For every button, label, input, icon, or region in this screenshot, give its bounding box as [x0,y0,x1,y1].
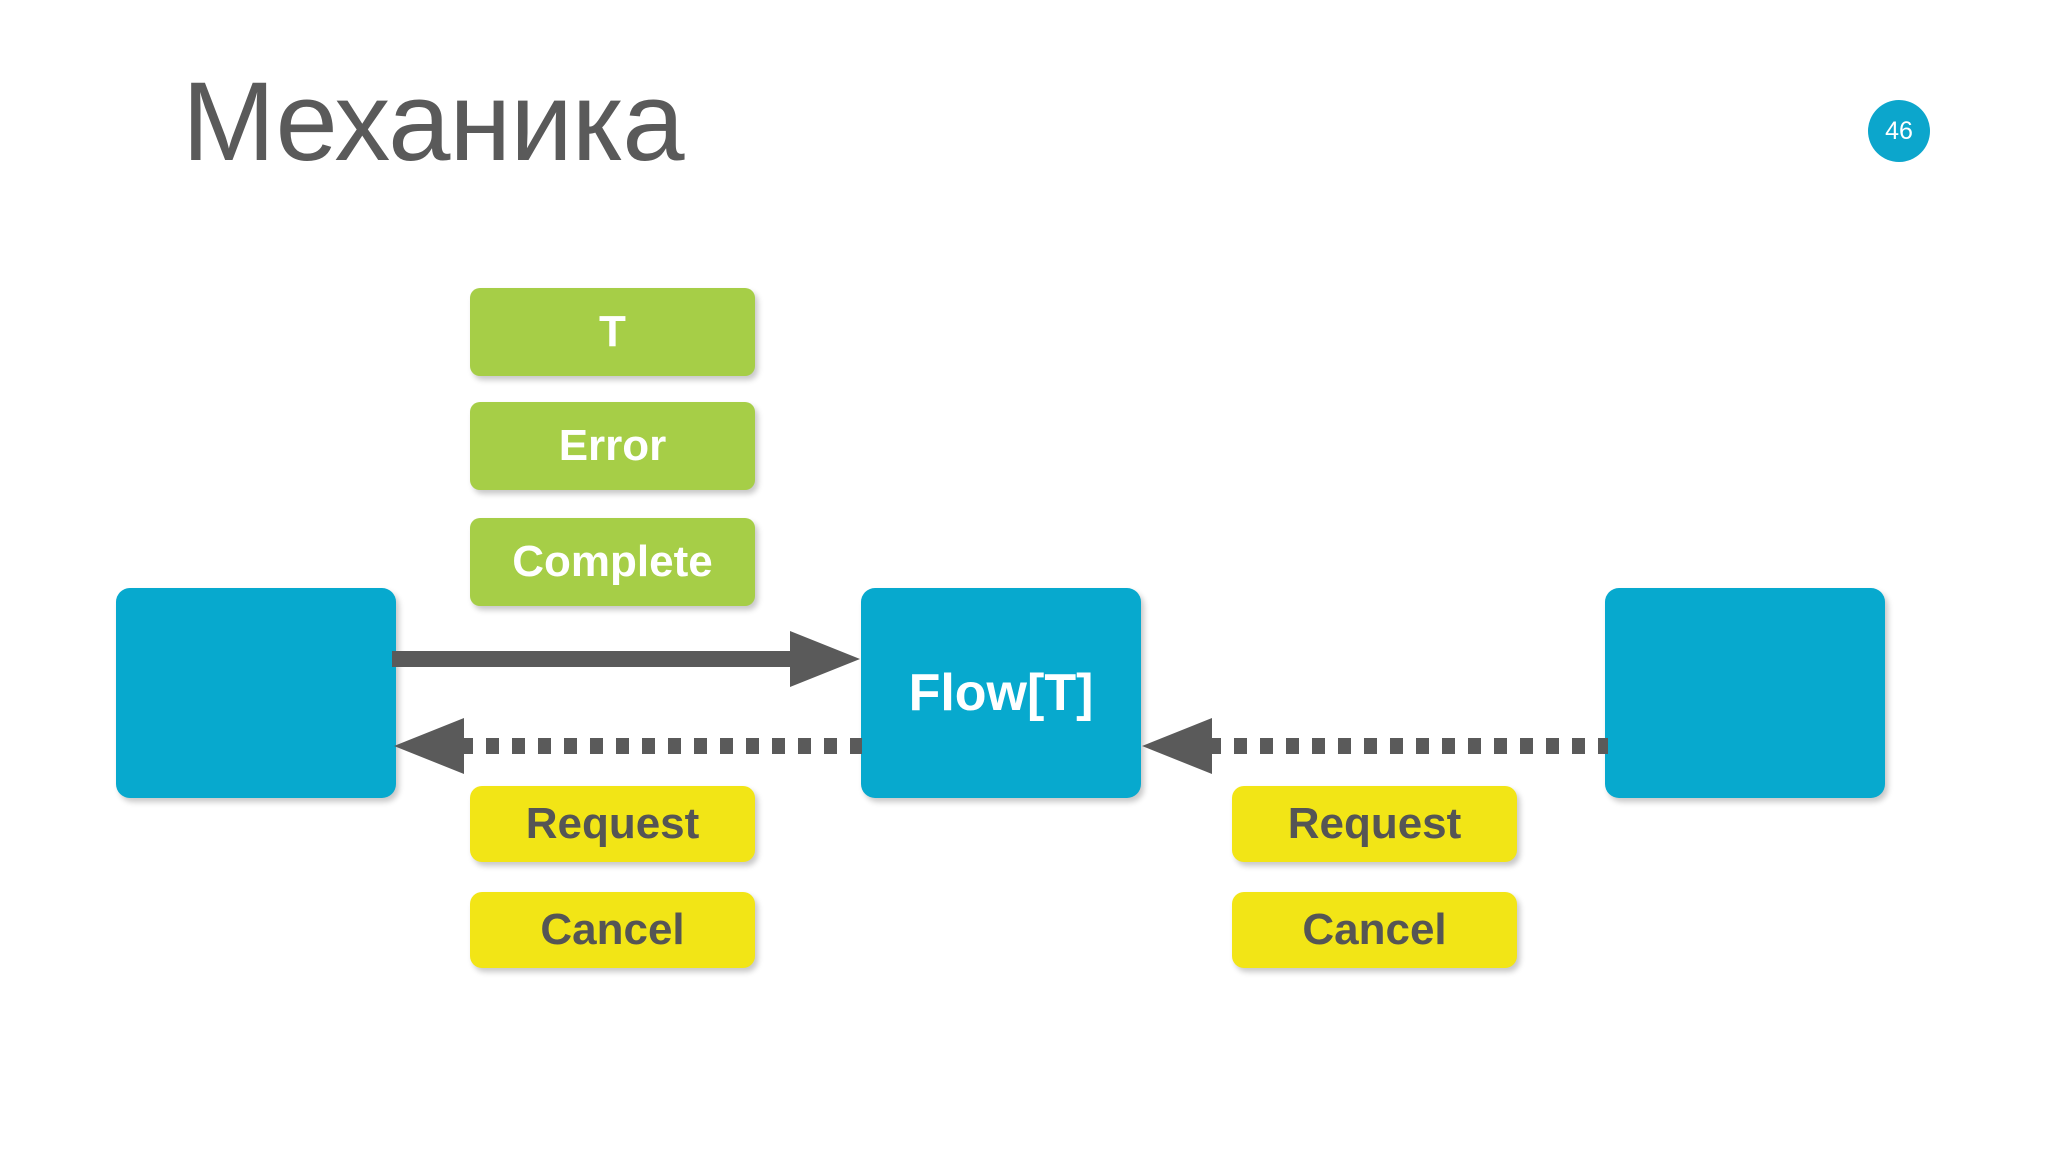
page-number-badge: 46 [1868,100,1930,162]
node-subscriber [116,588,396,798]
signal-box-error: Error [470,402,755,490]
backpressure-box-right-request: Request [1232,786,1517,862]
backpressure-box-left-cancel: Cancel [470,892,755,968]
backpressure-box-right-cancel-label: Cancel [1302,905,1447,954]
signal-box-complete: Complete [470,518,755,606]
backpressure-box-left-request-label: Request [525,799,700,848]
backpressure-box-right-request-label: Request [1287,799,1462,848]
backpressure-box-left-request: Request [470,786,755,862]
page-title: Механика [182,59,685,184]
signal-box-complete-label: Complete [512,537,713,586]
signal-box-t-label: T [599,307,626,356]
node-flow: Flow[T] [861,588,1141,798]
backpressure-box-left-cancel-label: Cancel [540,905,685,954]
node-publisher [1605,588,1885,798]
backpressure-box-right-cancel: Cancel [1232,892,1517,968]
data-arrow [392,625,862,695]
node-flow-label: Flow[T] [908,664,1094,722]
demand-arrow-right [1140,712,1610,782]
signal-box-t: T [470,288,755,376]
signal-box-error-label: Error [558,421,667,470]
demand-arrow-left [392,712,862,782]
